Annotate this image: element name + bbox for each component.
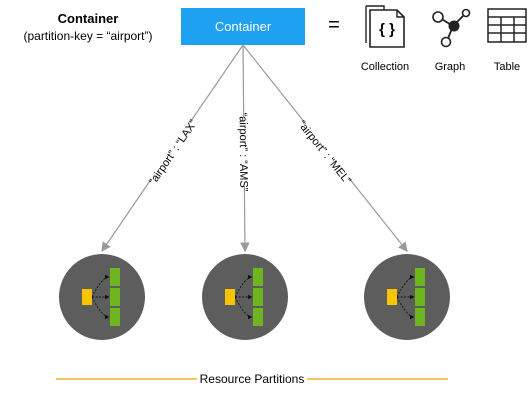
edge-label-bg xyxy=(297,120,353,184)
replication-arrow xyxy=(396,274,415,298)
container-heading-title: Container xyxy=(58,11,119,26)
replication-arrow xyxy=(234,296,253,320)
edge-label: “airport” : “MEL” xyxy=(295,119,353,187)
container-box: Container xyxy=(181,8,305,45)
follower-replica xyxy=(110,268,120,286)
leader-replica xyxy=(82,289,92,305)
partition-circle xyxy=(364,254,450,340)
replication-arrow xyxy=(234,274,253,298)
follower-replica xyxy=(415,288,425,306)
leader-replica xyxy=(387,289,397,305)
follower-replica xyxy=(253,288,263,306)
leader-replica xyxy=(225,289,235,305)
partition-edges: “airport” : “LAX” “airport” : “AMS” “airpo… xyxy=(101,44,408,253)
graph-nodes-icon xyxy=(432,8,471,48)
edge-label: “airport” : “LAX” xyxy=(147,118,200,188)
follower-replica xyxy=(253,268,263,286)
container-box-label: Container xyxy=(215,19,272,34)
model-label-graph: Graph xyxy=(435,61,466,73)
equals-sign: = xyxy=(328,14,340,36)
edge-label-bg xyxy=(235,117,253,187)
table-grid-icon xyxy=(487,8,527,43)
replication-arrow xyxy=(396,296,415,320)
partition-circle xyxy=(59,254,145,340)
edge-label: “airport” : “AMS” xyxy=(237,113,250,192)
edge-label-bg xyxy=(146,119,199,185)
model-label-table: Table xyxy=(494,61,520,73)
follower-replica xyxy=(415,268,425,286)
model-label-collection: Collection xyxy=(361,61,409,73)
replication-arrow xyxy=(91,296,110,320)
partitions-caption-group: Resource Partitions xyxy=(56,372,448,386)
partition xyxy=(364,254,450,340)
container-heading-subtitle: (partition-key = “airport”) xyxy=(23,29,152,43)
svg-text:{ }: { } xyxy=(379,21,395,38)
partitions-caption: Resource Partitions xyxy=(200,372,305,386)
resource-partitions xyxy=(59,254,450,340)
follower-replica xyxy=(110,308,120,326)
partition-circle xyxy=(202,254,288,340)
follower-replica xyxy=(110,288,120,306)
follower-replica xyxy=(415,308,425,326)
partition xyxy=(202,254,288,340)
replication-arrow xyxy=(91,274,110,298)
collection-braces-icon: { } xyxy=(365,5,405,48)
follower-replica xyxy=(253,308,263,326)
partition xyxy=(59,254,145,340)
